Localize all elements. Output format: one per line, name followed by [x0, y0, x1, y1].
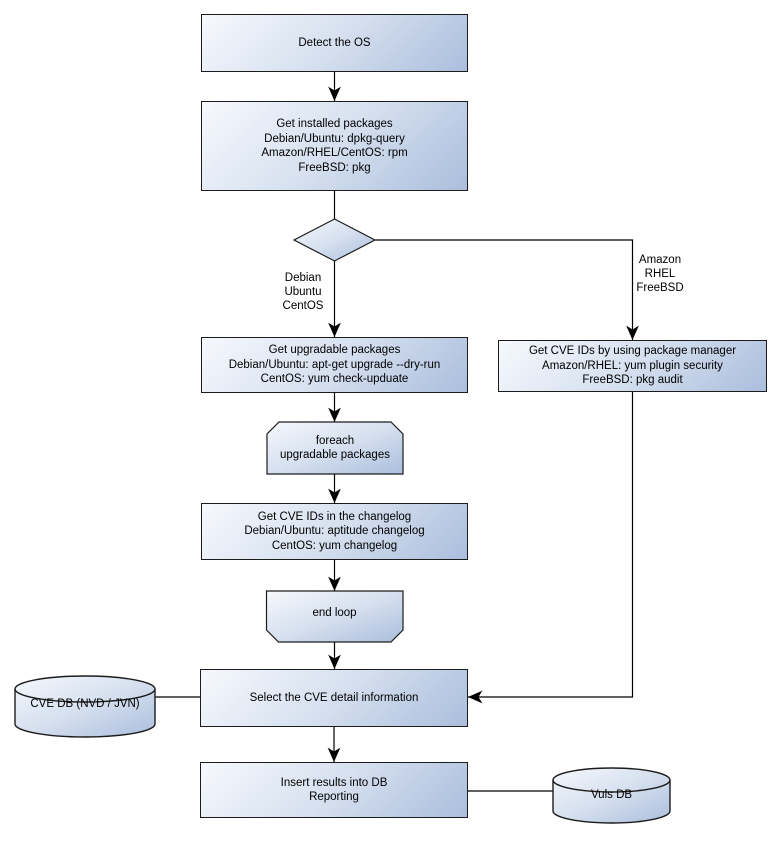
end-loop-shape [265, 590, 404, 643]
cve-db-cylinder [14, 675, 156, 738]
node-get-installed-line3: Amazon/RHEL/CentOS: rpm [261, 147, 408, 159]
node-get-cve-pkg-manager-line2: Amazon/RHEL: yum plugin security [542, 359, 723, 372]
edge-label-right-branch: Amazon RHEL FreeBSD [624, 253, 696, 295]
node-detect-os-label: Detect the OS [298, 36, 371, 49]
node-insert-results: Insert results into DB Reporting [200, 762, 468, 818]
node-get-upgradable-line2: Debian/Ubuntu: apt-get upgrade --dry-run [228, 358, 441, 371]
edge-label-rhel: RHEL [644, 268, 676, 280]
node-get-cve-changelog-line3: CentOS: yum changelog [271, 539, 398, 552]
node-get-cve-pkg-manager-line3: FreeBSD: pkg audit [582, 374, 683, 387]
node-get-upgradable-line3: CentOS: yum check-upduate [260, 373, 409, 386]
edge-label-debian: Debian [284, 272, 322, 284]
node-get-installed-packages: Get installed packages Debian/Ubuntu: dp… [201, 101, 468, 191]
node-select-cve-detail-label: Select the CVE detail information [249, 691, 419, 704]
node-get-upgradable-line1: Get upgradable packages [268, 344, 401, 357]
node-get-cve-changelog: Get CVE IDs in the changelog Debian/Ubun… [201, 503, 468, 560]
edge-label-centos: CentOS [282, 300, 324, 312]
edge-pkg-manager-to-select [468, 392, 634, 704]
node-get-installed-line1: Get installed packages [276, 118, 393, 130]
node-insert-results-line1: Insert results into DB [280, 776, 388, 789]
edge-decision-to-pkg-manager [375, 239, 639, 340]
decision-diamond [292, 218, 377, 262]
node-get-cve-pkg-manager-line1: Get CVE IDs by using package manager [528, 345, 737, 358]
node-select-cve-detail: Select the CVE detail information [200, 669, 468, 727]
foreach-loop-shape [266, 421, 404, 475]
node-get-cve-changelog-line1: Get CVE IDs in the changelog [257, 510, 412, 523]
edge-label-ubuntu: Ubuntu [284, 286, 322, 298]
node-get-installed-line2: Debian/Ubuntu: dpkg-query [264, 132, 405, 145]
node-insert-results-line2: Reporting [309, 791, 359, 803]
vuls-db-cylinder [552, 767, 671, 824]
node-detect-os: Detect the OS [201, 14, 468, 72]
edge-label-amazon: Amazon [638, 254, 682, 266]
edge-label-freebsd: FreeBSD [636, 282, 684, 294]
node-get-installed-line4: FreeBSD: pkg [298, 161, 371, 174]
node-get-cve-pkg-manager: Get CVE IDs by using package manager Ama… [498, 340, 767, 392]
edge-label-left-branch: Debian Ubuntu CentOS [272, 271, 334, 313]
node-get-upgradable-packages: Get upgradable packages Debian/Ubuntu: a… [201, 337, 468, 393]
node-get-cve-changelog-line2: Debian/Ubuntu: aptitude changelog [244, 525, 425, 538]
